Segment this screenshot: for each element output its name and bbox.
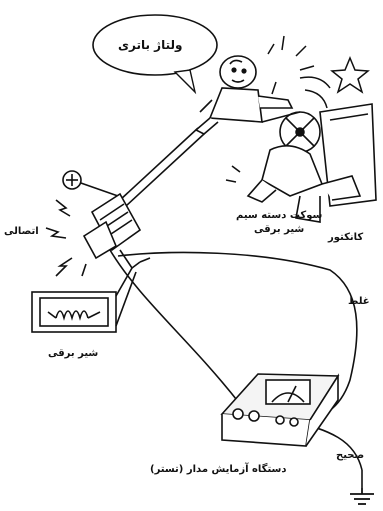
- sparks-top: [268, 36, 368, 108]
- ground-icon: [350, 488, 374, 504]
- spark-lines: [46, 200, 86, 276]
- meter-label: دستگاه آزمایش مدار (تستر): [150, 464, 287, 475]
- wires: [78, 112, 362, 488]
- wrong-connection-label: اتصالی: [4, 226, 39, 237]
- speech-bubble-label: ولتاژ باتری: [118, 38, 182, 52]
- valve-label: شیر برقی: [48, 348, 98, 359]
- solenoid-valve: [32, 268, 136, 332]
- connector-label: کانکتور: [328, 232, 363, 243]
- correct-label: صحیح: [336, 450, 364, 461]
- speech-bubble: [93, 15, 217, 92]
- plug-female-label-line2: شیر برقی: [254, 224, 304, 235]
- cartoon-person: [196, 56, 292, 134]
- error-label: غلط: [348, 296, 370, 307]
- circuit-tester-meter: [222, 374, 338, 446]
- plug-connector: [84, 194, 150, 268]
- plug-female-label: سوکت دسته سیم: [236, 210, 322, 221]
